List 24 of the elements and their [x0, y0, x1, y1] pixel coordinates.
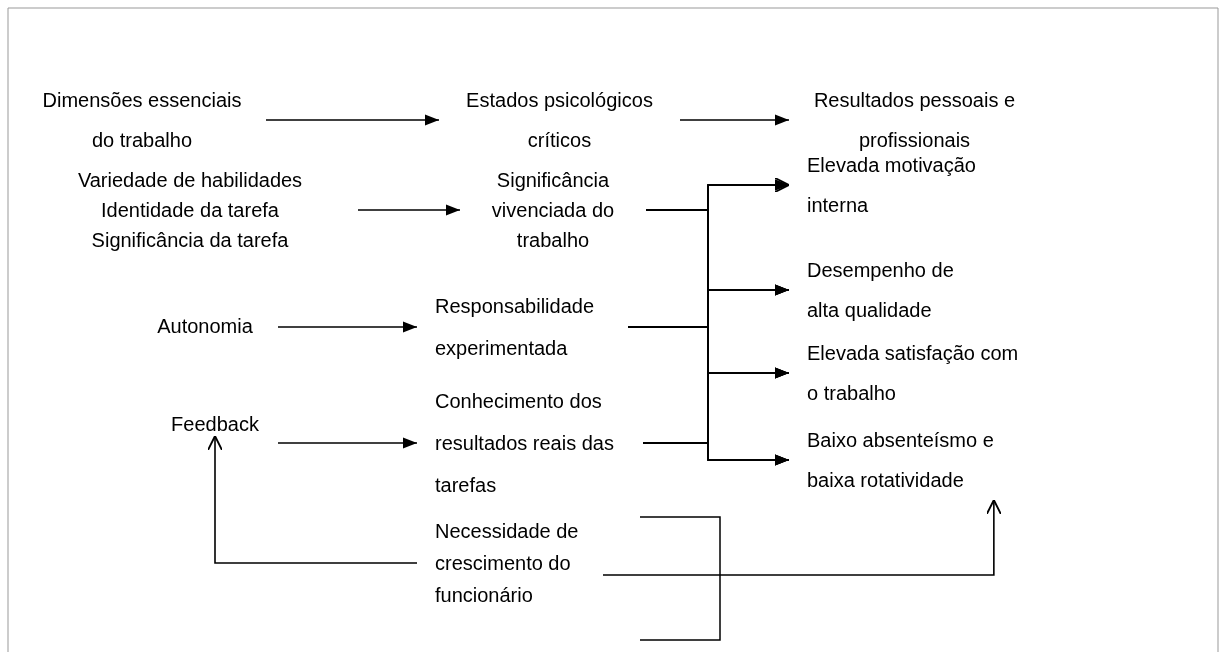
text-label: Necessidade de crescimento do funcionário — [435, 519, 580, 608]
arrow — [277, 437, 418, 449]
arrow — [265, 114, 440, 126]
text-label: Elevada motivação interna — [807, 153, 977, 218]
arrow — [206, 435, 418, 564]
arrow — [357, 204, 461, 216]
arrow — [642, 442, 790, 466]
text-label: Feedback — [170, 412, 260, 436]
arrow — [277, 321, 418, 333]
text-label: Conhecimento dos resultados reais das tarefas — [435, 389, 615, 498]
text-label: Baixo absenteísmo e baixa rotatividade — [807, 428, 995, 493]
text-label: Responsabilidade experimentada — [435, 294, 595, 361]
column-heading: Estados psicológicos críticos — [465, 88, 654, 153]
column-heading: Dimensões essenciais do trabalho — [41, 88, 243, 153]
text-label: Significância vivenciada do trabalho — [490, 168, 616, 253]
text-label: Elevada satisfação com o trabalho — [807, 341, 1020, 406]
text-label: Desempenho de alta qualidade — [807, 258, 955, 323]
text-label: Significância da tarefa — [90, 228, 290, 253]
column-heading: Resultados pessoais e profissionais — [812, 88, 1017, 153]
text-label: Identidade da tarefa — [100, 198, 280, 223]
arrow — [602, 499, 1002, 576]
arrow — [679, 114, 790, 126]
text-label: Autonomia — [156, 314, 254, 338]
text-label: Variedade de habilidades — [76, 168, 304, 193]
